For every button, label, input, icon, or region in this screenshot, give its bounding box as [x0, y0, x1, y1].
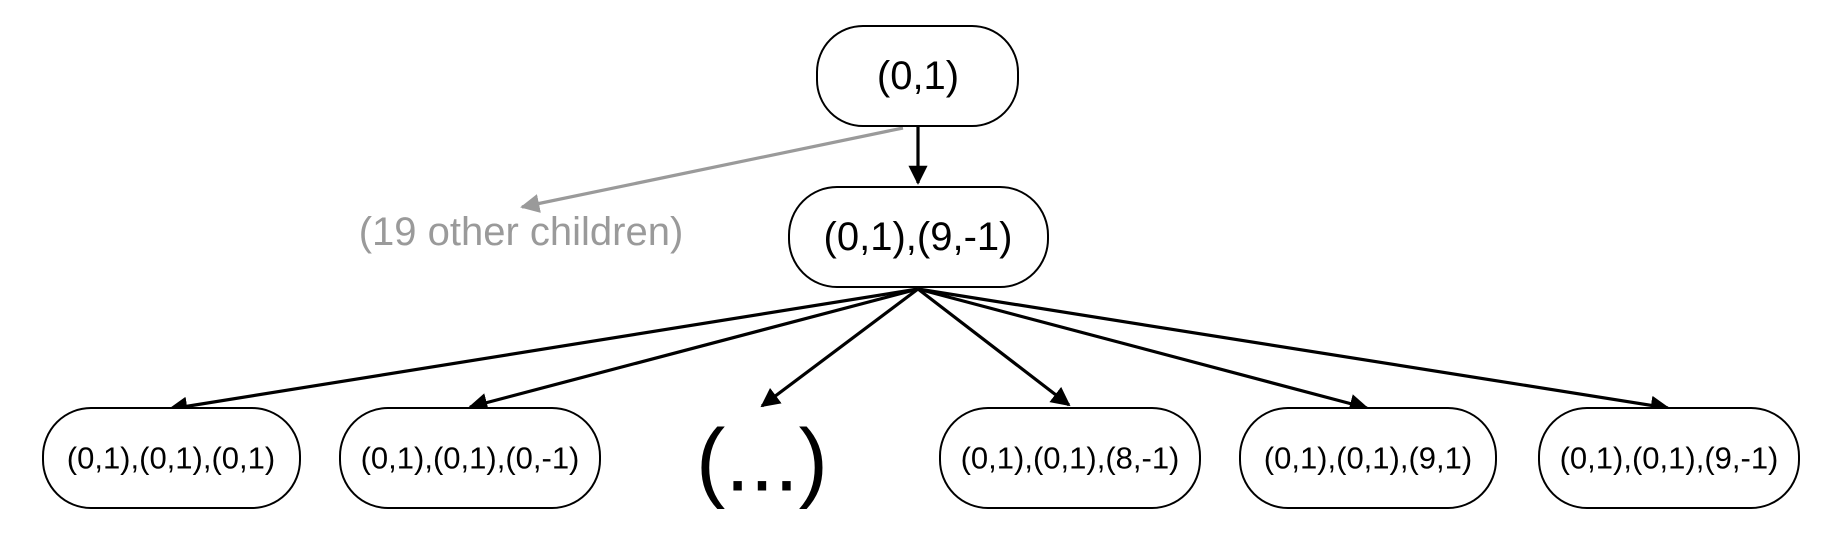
leaf-node-label: (0,1),(0,1),(8,-1): [961, 441, 1180, 476]
ellipsis-label: (...): [696, 411, 828, 510]
edge-root-to-other-children: [520, 126, 904, 213]
root-node: (0,1): [816, 25, 1019, 127]
leaf-node-2: (0,1),(0,1),(0,-1): [339, 407, 601, 509]
leaf-node-label: (0,1),(0,1),(0,1): [67, 441, 275, 476]
root-node-label: (0,1): [877, 54, 959, 98]
leaf-node-4: (0,1),(0,1),(9,1): [1239, 407, 1497, 509]
leaf-node-5: (0,1),(0,1),(9,-1): [1538, 407, 1800, 509]
edge-child-to-leaf-1: [168, 287, 919, 416]
child-node: (0,1),(9,-1): [788, 186, 1049, 288]
leaf-node-label: (0,1),(0,1),(0,-1): [361, 441, 580, 476]
edge-child-to-leaf-4: [917, 287, 1369, 413]
edge-child-to-leaf-5: [917, 287, 1670, 415]
child-node-label: (0,1),(9,-1): [824, 215, 1013, 259]
edge-child-to-leaf-3: [917, 287, 1071, 407]
leaf-node-label: (0,1),(0,1),(9,1): [1264, 441, 1472, 476]
leaf-node-label: (0,1),(0,1),(9,-1): [1560, 441, 1779, 476]
leaf-node-3: (0,1),(0,1),(8,-1): [939, 407, 1201, 509]
edges: [168, 126, 1670, 416]
edge-child-to-leaf-2: [468, 287, 919, 412]
edge-child-to-ellipsis: [760, 287, 919, 408]
leaf-node-1: (0,1),(0,1),(0,1): [42, 407, 301, 509]
other-children-label: (19 other children): [359, 210, 684, 254]
